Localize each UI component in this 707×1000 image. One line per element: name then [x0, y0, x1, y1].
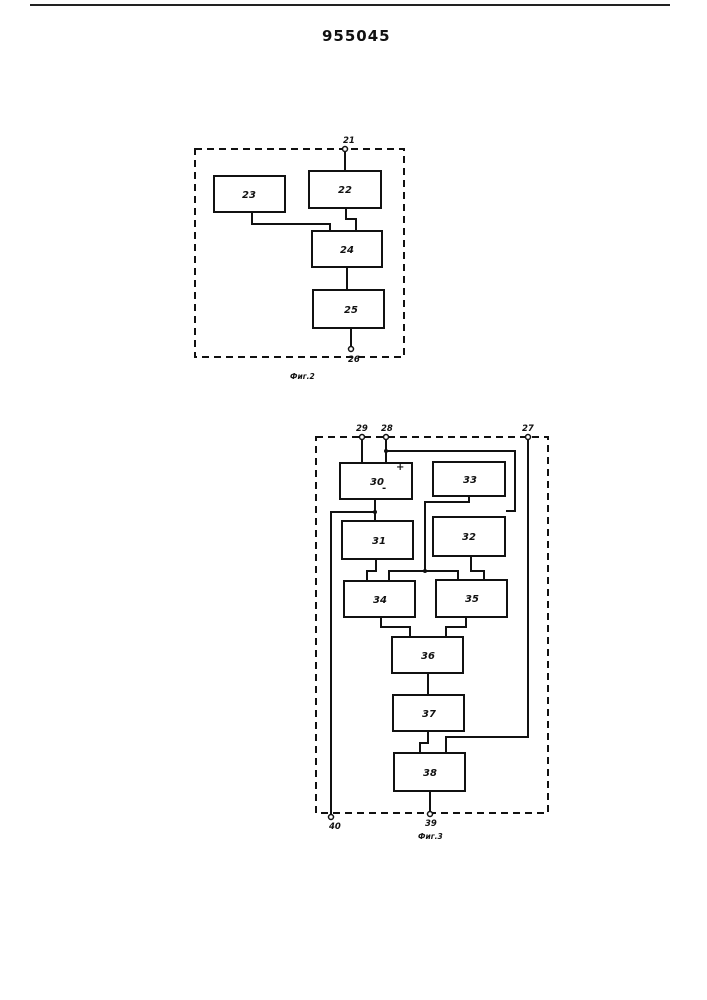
fig3-block-35-label: 35: [465, 594, 479, 605]
fig3-block-36-label: 36: [421, 651, 435, 662]
fig2-block-24-label: 24: [340, 245, 354, 256]
fig3-minus-mark: -: [382, 483, 386, 494]
fig2-terminal-26-label: 26: [348, 355, 360, 365]
fig3-block-38-label: 38: [423, 768, 437, 779]
figure-2: 23 22 24 25 21 26 Фиг.2: [195, 136, 404, 381]
fig3-junction-28: [384, 449, 388, 453]
fig3-junction-30: [373, 510, 377, 514]
fig3-terminal-40-label: 40: [328, 822, 341, 832]
fig3-plus-mark: +: [396, 462, 404, 473]
fig3-wire-32-35: [471, 556, 484, 580]
fig2-terminal-21: [343, 147, 348, 152]
fig3-junction-bus: [423, 569, 427, 573]
fig2-terminal-21-label: 21: [343, 136, 355, 146]
fig3-terminal-28-label: 28: [381, 424, 393, 434]
fig3-terminal-39: [428, 812, 433, 817]
fig3-wire-31-34: [367, 559, 376, 581]
fig2-caption: Фиг.2: [290, 372, 315, 381]
fig3-caption: Фиг.3: [418, 832, 443, 841]
fig3-block-34-label: 34: [373, 595, 387, 606]
fig3-terminal-40: [329, 815, 334, 820]
figure-3: 30 + - 33 31 32 34 35 36 37 38: [316, 424, 548, 841]
fig3-terminal-39-label: 39: [425, 819, 437, 829]
fig3-wire-34-36: [381, 617, 410, 637]
fig2-wire-22-24: [346, 208, 356, 231]
fig3-wire-37-38: [420, 731, 428, 753]
fig3-terminal-27-label: 27: [522, 424, 534, 434]
fig3-wire-35-36: [446, 617, 466, 637]
fig3-block-31-label: 31: [372, 536, 386, 547]
fig2-wire-23-24: [252, 212, 330, 231]
fig3-terminal-27: [526, 435, 531, 440]
fig2-block-25-label: 25: [344, 305, 358, 316]
fig3-block-32-label: 32: [462, 532, 476, 543]
fig2-block-23-label: 23: [242, 190, 256, 201]
fig2-terminal-26: [349, 347, 354, 352]
fig3-terminal-29-label: 29: [356, 424, 368, 434]
fig2-block-22-label: 22: [338, 185, 352, 196]
fig3-block-37-label: 37: [422, 709, 436, 720]
fig3-terminal-28: [384, 435, 389, 440]
fig3-block-33-label: 33: [463, 475, 477, 486]
fig3-terminal-29: [360, 435, 365, 440]
